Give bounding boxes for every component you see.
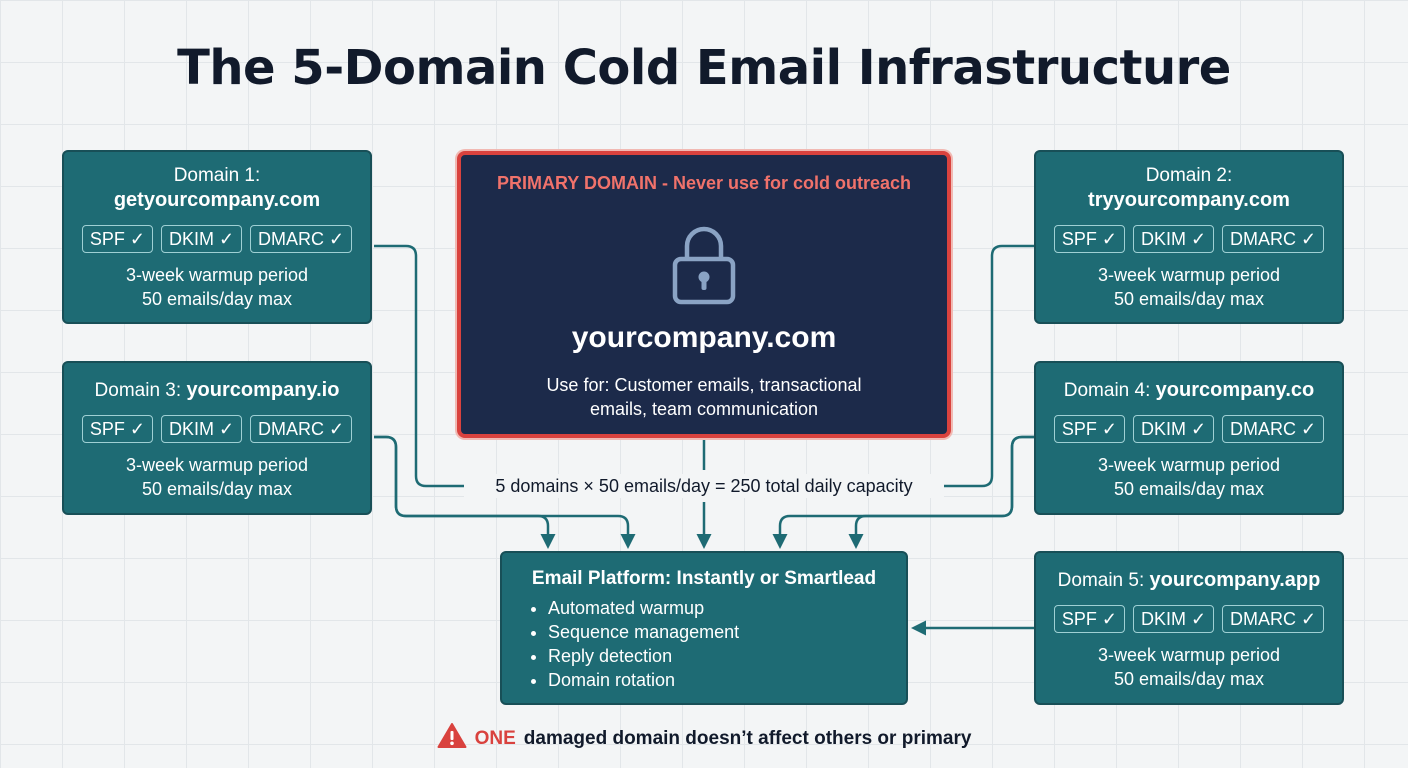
connector-domain1 [374,244,466,488]
limit-text: 50 emails/day max [141,289,293,309]
auth-tags: SPF ✓ DKIM ✓ DMARC ✓ [64,225,370,253]
lock-icon [461,224,947,311]
list-item: Sequence management [548,620,906,644]
connector-domain4-b [772,435,1034,549]
platform-feature-list: Automated warmup Sequence management Rep… [502,596,906,692]
warmup-text: 3-week warmup period [1097,265,1281,285]
spf-tag: SPF ✓ [81,415,153,443]
limit-text: 50 emails/day max [141,479,293,499]
dkim-tag: DKIM ✓ [1132,225,1215,253]
domain-name: yourcompany.co [1155,379,1315,401]
footer-text: damaged domain doesn’t affect others or … [523,727,972,749]
domain-card-5: Domain 5: yourcompany.app SPF ✓ DKIM ✓ D… [1034,551,1344,705]
auth-tags: SPF ✓ DKIM ✓ DMARC ✓ [1036,605,1342,633]
connector-domain3-b [374,435,636,549]
spf-tag: SPF ✓ [1053,225,1125,253]
domain-name: yourcompany.io [186,379,340,401]
warmup-text: 3-week warmup period [1097,455,1281,475]
dkim-tag: DKIM ✓ [1132,605,1215,633]
domain-label: Domain 5: [1057,570,1145,591]
domain-name: yourcompany.app [1149,569,1321,591]
list-item: Reply detection [548,644,906,668]
domain-card-1: Domain 1: getyourcompany.com SPF ✓ DKIM … [62,150,372,324]
domain-card-header: Domain 5: yourcompany.app [1036,553,1342,593]
dmarc-tag: DMARC ✓ [1222,605,1325,633]
list-item: Automated warmup [548,596,906,620]
warmup-text: 3-week warmup period [1097,645,1281,665]
spf-tag: SPF ✓ [1053,415,1125,443]
domain-label: Domain 2: [1145,165,1233,186]
domain-note: 3-week warmup period 50 emails/day max [1036,263,1342,311]
domain-note: 3-week warmup period 50 emails/day max [1036,643,1342,691]
footer-note: ONE damaged domain doesn’t affect others… [0,722,1408,755]
diagram-title: The 5-Domain Cold Email Infrastructure [177,40,1231,96]
domain-card-3: Domain 3: yourcompany.io SPF ✓ DKIM ✓ DM… [62,361,372,515]
domain-card-4: Domain 4: yourcompany.co SPF ✓ DKIM ✓ DM… [1034,361,1344,515]
primary-use-text: Use for: Customer emails, transactional … [546,375,862,419]
domain-card-header: Domain 4: yourcompany.co [1036,363,1342,403]
domain-note: 3-week warmup period 50 emails/day max [64,453,370,501]
primary-warning: PRIMARY DOMAIN - Never use for cold outr… [496,173,912,193]
auth-tags: SPF ✓ DKIM ✓ DMARC ✓ [1036,415,1342,443]
auth-tags: SPF ✓ DKIM ✓ DMARC ✓ [64,415,370,443]
warning-icon [437,722,467,755]
dkim-tag: DKIM ✓ [160,415,243,443]
limit-text: 50 emails/day max [1113,479,1265,499]
domain-note: 3-week warmup period 50 emails/day max [64,263,370,311]
connector-domain2 [944,244,1034,488]
auth-tags: SPF ✓ DKIM ✓ DMARC ✓ [1036,225,1342,253]
dmarc-tag: DMARC ✓ [1222,225,1325,253]
limit-text: 50 emails/day max [1113,289,1265,309]
dmarc-tag: DMARC ✓ [1222,415,1325,443]
dmarc-tag: DMARC ✓ [250,415,353,443]
dkim-tag: DKIM ✓ [160,225,243,253]
list-item: Domain rotation [548,668,906,692]
dmarc-tag: DMARC ✓ [250,225,353,253]
capacity-label: 5 domains × 50 emails/day = 250 total da… [464,474,944,498]
warmup-text: 3-week warmup period [125,265,309,285]
footer-emphasis: ONE [474,727,516,749]
spf-tag: SPF ✓ [81,225,153,253]
primary-domain-name: yourcompany.com [571,321,837,354]
domain-label: Domain 3: [94,380,182,401]
domain-note: 3-week warmup period 50 emails/day max [1036,453,1342,501]
domain-label: Domain 4: [1063,380,1151,401]
domain-name: tryyourcompany.com [1088,189,1290,211]
domain-card-header: Domain 3: yourcompany.io [64,363,370,403]
warmup-text: 3-week warmup period [125,455,309,475]
domain-name: getyourcompany.com [113,189,321,211]
domain-card-header: Domain 2: tryyourcompany.com [1036,152,1342,213]
dkim-tag: DKIM ✓ [1132,415,1215,443]
primary-domain-card: PRIMARY DOMAIN - Never use for cold outr… [457,151,951,438]
domain-card-2: Domain 2: tryyourcompany.com SPF ✓ DKIM … [1034,150,1344,324]
email-platform-card: Email Platform: Instantly or Smartlead A… [500,551,908,705]
platform-title: Email Platform: Instantly or Smartlead [531,568,877,589]
domain-card-header: Domain 1: getyourcompany.com [64,152,370,213]
limit-text: 50 emails/day max [1113,669,1265,689]
domain-label: Domain 1: [173,165,261,186]
spf-tag: SPF ✓ [1053,605,1125,633]
